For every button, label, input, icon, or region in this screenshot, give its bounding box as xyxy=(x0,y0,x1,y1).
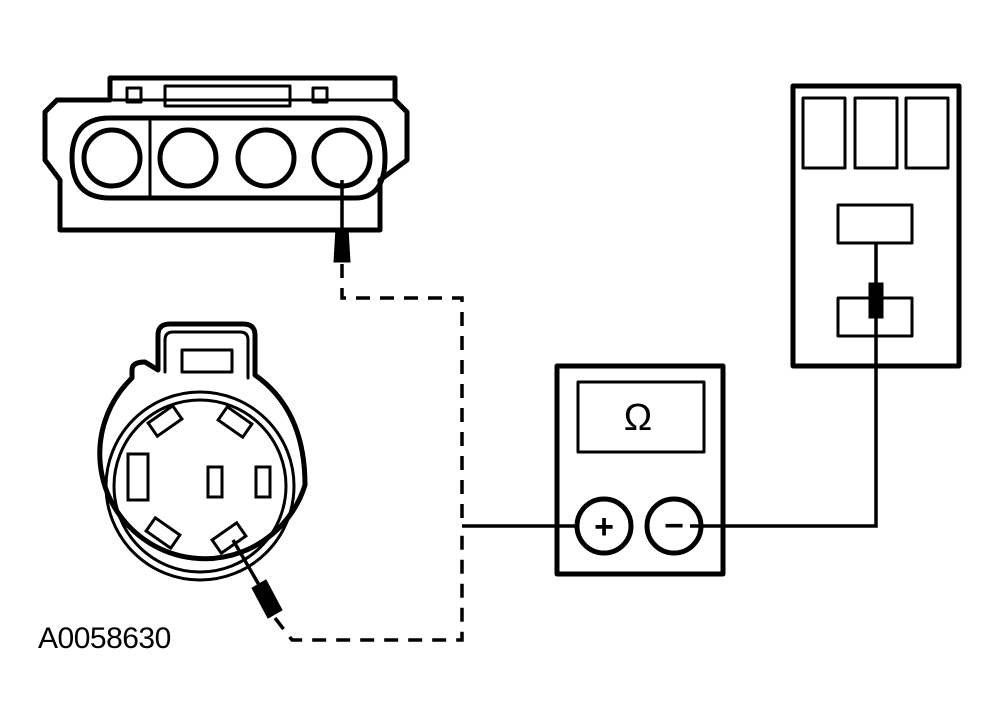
connector-pin-3 xyxy=(235,127,297,189)
figure-id-label: A0058630 xyxy=(38,622,171,655)
multimeter: Ω + − xyxy=(554,363,726,577)
connector-pin-4 xyxy=(311,127,373,189)
module-box xyxy=(790,83,962,369)
round-connector-pin-center xyxy=(206,465,224,499)
multimeter-ohm-symbol: Ω xyxy=(624,397,652,439)
meter-lead-negative xyxy=(690,318,878,528)
multimeter-body xyxy=(554,363,726,577)
negative-terminal-label: − xyxy=(664,507,684,545)
module-terminal-upper xyxy=(836,203,914,245)
connector-cavity-frame xyxy=(69,115,388,201)
round-connector-pin-bottom-right xyxy=(210,520,248,556)
round-connector-pin-right xyxy=(254,465,272,499)
positive-terminal-label: + xyxy=(594,508,614,546)
round-connector-key xyxy=(180,348,234,374)
connector-latch-square-right xyxy=(311,86,329,104)
round-connector xyxy=(97,321,308,619)
connector-pin-2 xyxy=(157,127,219,189)
round-connector-pin-bottom-left xyxy=(144,515,182,551)
jumper-wire-bottom xyxy=(273,526,464,642)
connector-probe-tip xyxy=(333,227,351,263)
round-connector-probe-tip xyxy=(251,579,283,619)
module-probe-tip xyxy=(868,282,884,319)
connector-latch-square-left xyxy=(125,86,143,104)
connector-pin-1 xyxy=(81,127,143,189)
jumper-wire-top xyxy=(340,264,464,526)
multimeter-display xyxy=(576,380,706,454)
module-window-2 xyxy=(853,96,899,170)
multimeter-negative-terminal[interactable] xyxy=(644,496,704,556)
multimeter-positive-terminal[interactable] xyxy=(574,496,634,556)
connector-housing-outline xyxy=(42,75,410,233)
module-box-body xyxy=(790,83,962,369)
round-connector-pin-left xyxy=(126,452,150,502)
module-window-3 xyxy=(904,96,950,170)
round-connector-pin-top-right xyxy=(216,404,254,440)
connector-latch-slot xyxy=(163,84,292,108)
round-connector-pin-top-left xyxy=(146,403,184,439)
four-pin-connector xyxy=(42,75,410,263)
round-connector-outline xyxy=(97,321,308,562)
module-window-1 xyxy=(801,96,847,170)
